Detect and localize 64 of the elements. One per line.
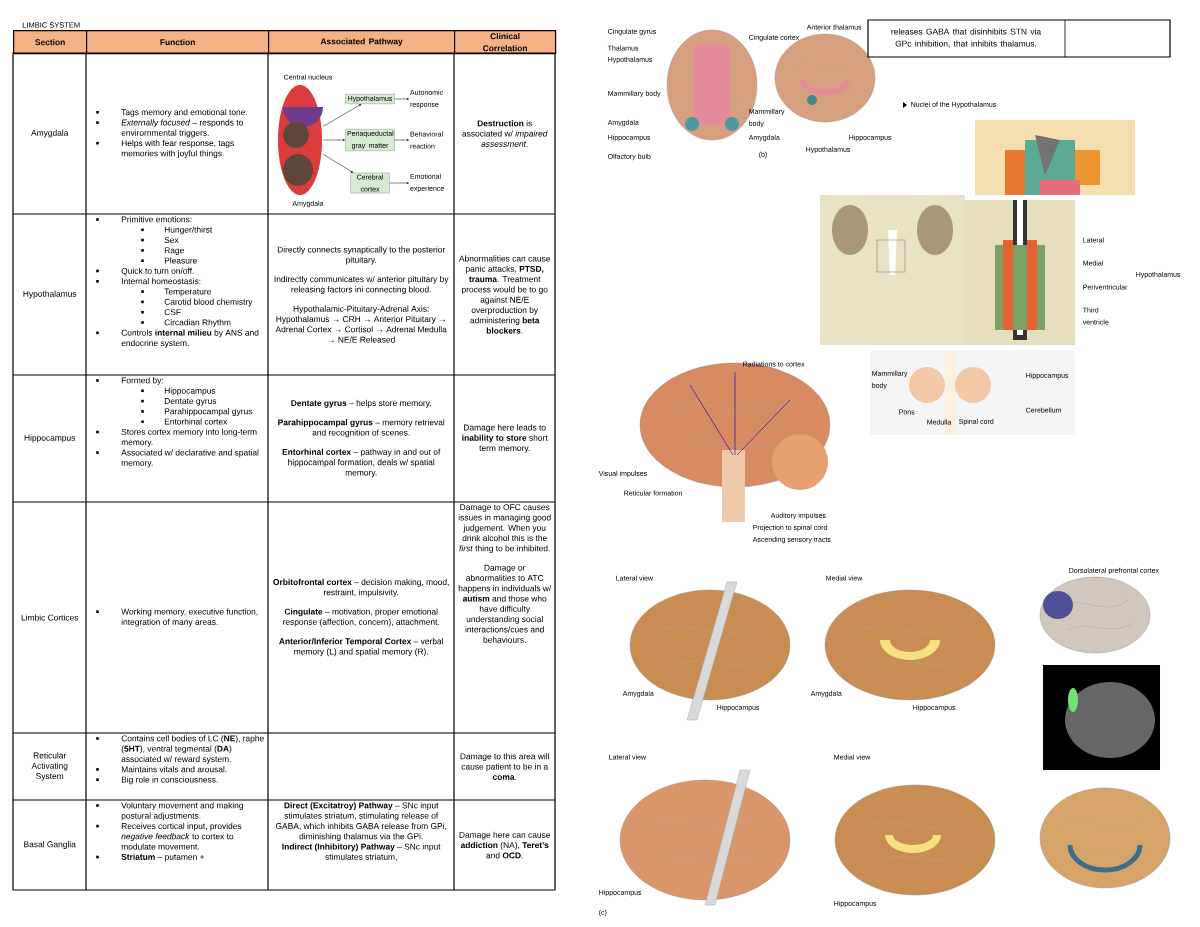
cell-text: Anterior/Inferior Temporal Cortex – verbal memory (L) and spatial memory (R). — [279, 638, 443, 657]
bullet-item: Stores cortex memory into long-term memory. — [96, 428, 257, 447]
bullet-item: Associated w/ declarative and spatial memory. — [96, 449, 259, 468]
arrow — [394, 98, 409, 100]
arrow — [322, 139, 345, 141]
bullet-item: Contains cell bodies of LC (NE), raphe (5HT), ventral tegmental (DA) associated w/ reward system. — [96, 735, 264, 764]
cell-text: Dentate gyrus – helps store memory. — [291, 399, 431, 408]
bullet-item: Helps with fear response, tags memories with joyful things. — [96, 139, 234, 158]
section-name: Limbic Cortices — [21, 614, 79, 621]
bullet-item: Tags memory and emotional tone. — [96, 109, 247, 117]
cell-text: Damage here can cause addiction (NA), Teret’s and OCD. — [459, 831, 551, 859]
amygdala-drawing — [278, 85, 323, 195]
bullet-item: Externally focused – responds to envirornmental triggers. — [96, 119, 243, 138]
bullet-item: Hunger/thirst — [141, 226, 213, 235]
cell-text: Direct (Excitatroy) Pathway – SNc input stimulates striatum, stimulating release of GABA, which inhibits GABA release from GPi, diminishing thalamus via the GPi. — [275, 802, 447, 841]
cell-text: Entorhinal cortex – pathway in and out of hippocampal formation, deals w/ spatial memory. — [282, 448, 441, 478]
bullet-item: Sex — [141, 237, 179, 243]
section-name: Basal Ganglia — [24, 841, 76, 849]
cell-text: Indirectly communicates w/ anterior pituitary by releasing factors ini connecting blood. — [274, 275, 449, 295]
cell-text: Damage to this area will cause patient to be in a coma. — [460, 753, 549, 780]
bullet-item: Striatum – putamen + — [96, 853, 205, 862]
bullet-item: Primitive emotions: — [96, 216, 192, 223]
cell-text: Orbitofrontal cortex – decision making, mood, restraint, impulsivity. — [273, 578, 449, 597]
bullet-item: Controls internal milieu by ANS and endocrine system. — [96, 329, 259, 348]
bullet-item: Carotid blood chemistry — [141, 298, 253, 307]
bullet-item: Voluntary movement and making postural adjustments. — [96, 802, 243, 821]
arrow — [322, 154, 353, 173]
bullet-item: Quick to turn on/off. — [96, 267, 194, 276]
section-name: Hypothalamus — [23, 290, 77, 299]
bullet-item: Formed by: — [96, 377, 163, 386]
header-cell: Section — [13, 30, 88, 55]
arrow — [394, 139, 409, 141]
bullet-item: Big role in consciousness. — [96, 776, 218, 785]
bullet-item: Temperature — [141, 288, 211, 297]
section-name: Reticular Activating System — [31, 752, 68, 781]
header-cell: Clinical Correlation — [454, 30, 557, 55]
bullet-item: Maintains vitals and arousal. — [96, 766, 227, 773]
cell-text: Abnormalities can cause panic attacks, PTSD, trauma. Treatment process would be to go against NE/E overproduction by administering beta blockers. — [458, 255, 551, 334]
bullet-item: Hippocampus — [141, 387, 216, 396]
cell-text: Destruction is associated w/ impaired assessment. — [462, 120, 548, 147]
bullet-item: Rage — [141, 247, 184, 255]
header-cell: Associated Pathway — [268, 30, 456, 55]
bullet-item: Receives cortical input, provides negative feedback to cortex to modulate movement. — [96, 822, 242, 850]
section-name: Amygdala — [31, 129, 69, 138]
bullet-item: CSF — [141, 309, 181, 316]
arrow — [322, 104, 362, 127]
bullet-item: Entorhinal cortex — [141, 418, 228, 425]
section-name: Hippocampus — [24, 434, 76, 443]
cell-text: Indirect (Inhibitory) Pathway – SNc input stimulates striatum, — [282, 843, 441, 861]
arrow — [389, 182, 409, 184]
cell-text: Parahippocampal gyrus – memory retrieval and recognition of scenes. — [278, 419, 445, 438]
bullet-item: Pleasure — [141, 257, 197, 264]
cell-text: Damage or abnormalities to ATC happens in individuals w/ autism and those who have difficulty understanding social interactions/cues and behaviours. — [458, 564, 552, 643]
bullet-item: Parahippocampal gyrus — [141, 408, 253, 416]
bullet-item: Working memory, executive function, integration of many areas. — [96, 608, 258, 627]
cell-text: Directly connects synaptically to the posterior pituitary. — [277, 246, 446, 265]
cell-text: Damage here leads to inability to store short term memory. — [462, 424, 548, 453]
bullet-item: Circadian Rhythm — [141, 319, 231, 328]
cell-text: Damage to OFC causes issues in managing good judgement. When you drink alcohol this is the first thing to be inhibited. — [458, 504, 551, 553]
bullet-item: Dentate gyrus — [141, 398, 217, 406]
cell-text: Cingulate – motivation, proper emotional response (affection, concern), attachment. — [283, 608, 439, 627]
cell-text: Hypothalamic-Pituitary-Adrenal Axis: Hypothalamus → CRH → Anterior Pituitary → Adrenal Cortex → Cortisol → Adrenal Medulla → NE/E Released — [275, 305, 447, 343]
bullet-item: Internal homeostasis: — [96, 278, 201, 285]
cell-text: releases GABA that disinhibits STN via GPc inhibition, that inhibits thalamus. — [891, 28, 1042, 48]
